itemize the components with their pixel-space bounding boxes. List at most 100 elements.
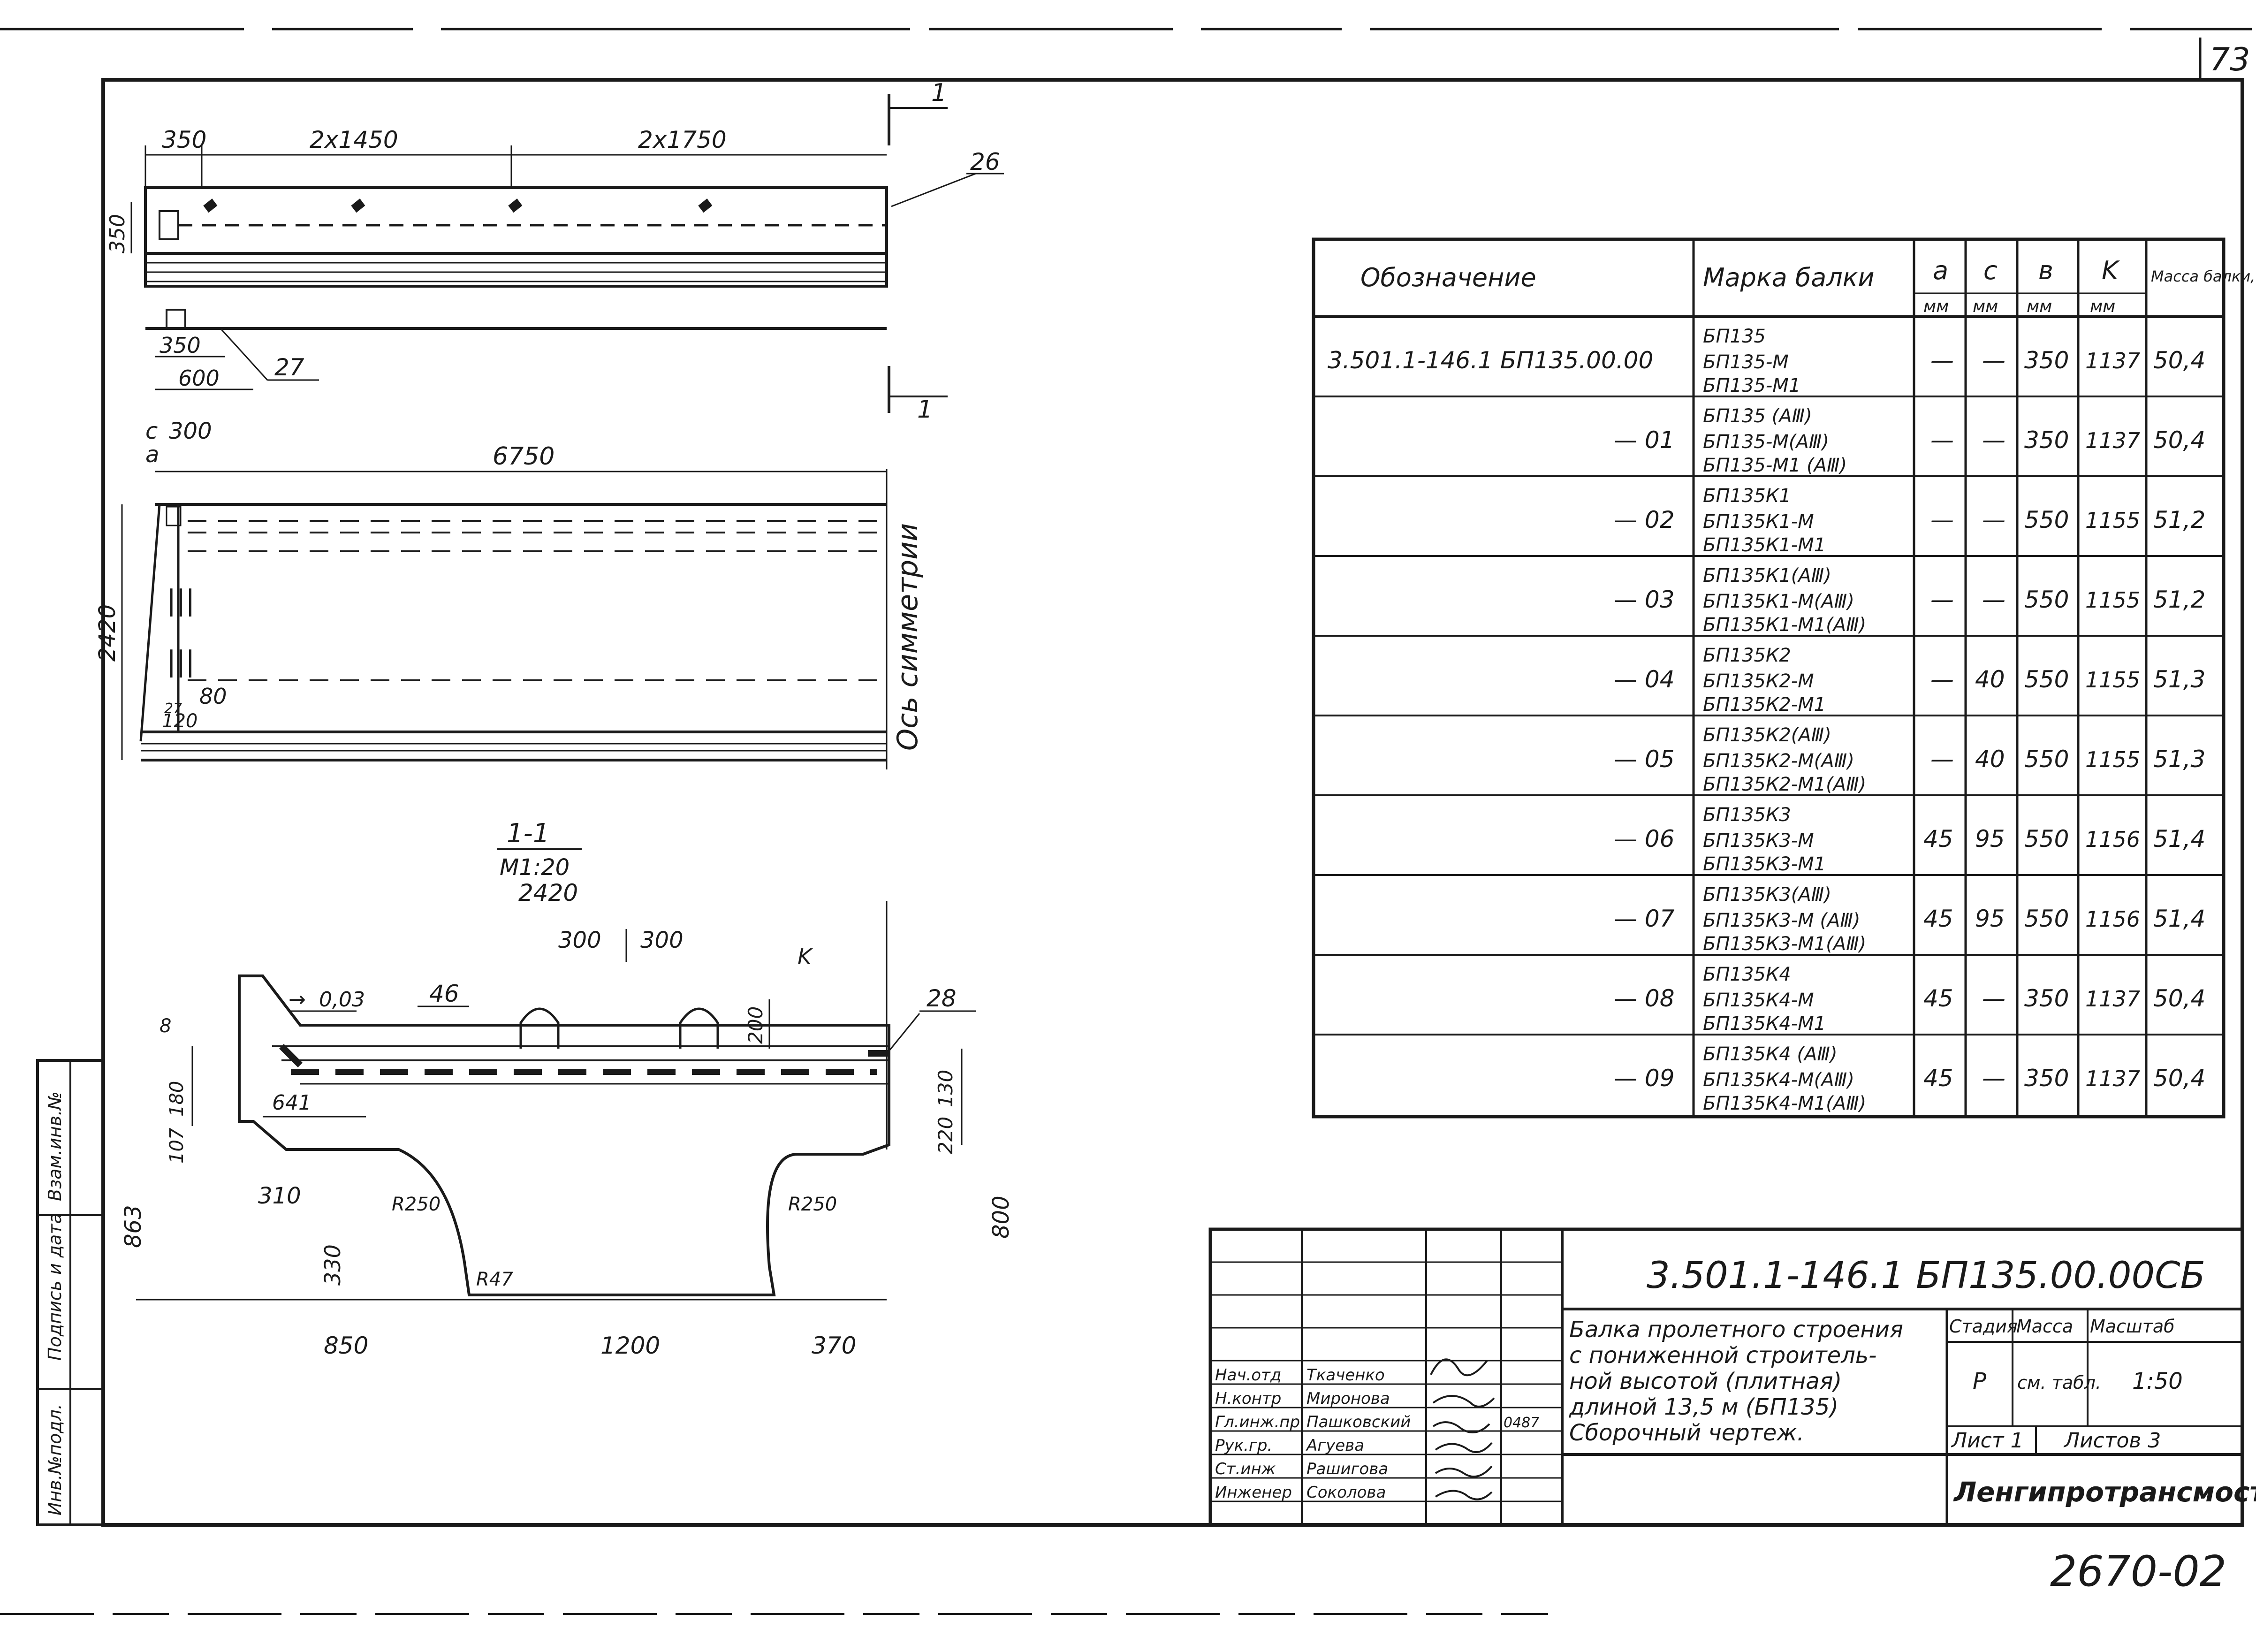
drawing-frame [101, 78, 2244, 1527]
elev-dim-120: 120 [162, 710, 197, 732]
row-3-a: — [1930, 586, 1954, 613]
plan-dim-350: 350 [162, 126, 206, 153]
row-9-a: 45 [1923, 1065, 1953, 1092]
row-7-mass: 51,4 [2153, 905, 2205, 932]
row-1-b: 350 [2024, 426, 2069, 454]
row-7-k: 1156 [2085, 906, 2140, 932]
section-scale: М1:20 [500, 854, 570, 881]
row-8-mark-2: БП135К4-М [1703, 990, 1814, 1011]
row-8-mark-1: БП135К4 [1703, 964, 1791, 985]
row-3-c: — [1982, 586, 2005, 613]
sheet-number: 73 [2210, 41, 2250, 78]
section-dim-800: 800 [988, 1195, 1014, 1239]
row-2-mark-2: БП135К1-М [1703, 511, 1814, 533]
elev-dim-27: 27 [164, 700, 182, 717]
row-8-b: 350 [2024, 985, 2069, 1012]
row-1-mark-2: БП135-М(AⅢ) [1703, 431, 1829, 453]
plan-dim-side: 350 [106, 214, 129, 253]
row-7-b: 550 [2024, 905, 2069, 932]
row-0-a: — [1930, 347, 1954, 374]
row-2-mark-1: БП135К1 [1703, 485, 1791, 507]
elev-length: 6750 [493, 442, 555, 471]
mass-label: Масса [2016, 1316, 2073, 1337]
row-2-c: — [1982, 506, 2005, 533]
section-dim-180: 180 [166, 1081, 188, 1117]
row-6-mass: 51,4 [2153, 825, 2205, 853]
row-6-mark-1: БП135К3 [1703, 804, 1791, 826]
plan-leader-26: 26 [970, 148, 1000, 175]
section-radius-right: R250 [788, 1194, 837, 1215]
section-dim-130: 130 [934, 1070, 957, 1107]
date: 0487 [1504, 1415, 1539, 1431]
row-6-b: 550 [2024, 825, 2069, 853]
header-mark: Марка балки [1703, 263, 1874, 292]
row-9-mark-3: БП135К4-М1(AⅢ) [1703, 1093, 1866, 1114]
section-dim-850: 850 [324, 1332, 368, 1359]
row-5-mark-1: БП135К2(AⅢ) [1703, 724, 1831, 746]
row-5-b: 550 [2024, 746, 2069, 773]
row-4-mass: 51,3 [2153, 666, 2205, 693]
section-dim-330: 330 [320, 1244, 345, 1286]
row-0-mark-2: БП135-М [1703, 351, 1789, 373]
row-3-k: 1155 [2085, 587, 2140, 613]
strip-label-signature: Подпись и дата [45, 1213, 65, 1361]
row-6-designation: — 06 [1614, 825, 1675, 853]
svg-text:|||: ||| [167, 645, 195, 678]
row-1-mark-3: БП135-М1 (AⅢ) [1703, 455, 1847, 476]
section-dim-641: 641 [272, 1091, 311, 1115]
title-line-2: с пониженной строитель- [1569, 1342, 1877, 1369]
title-line-3: ной высотой (плитная) [1569, 1368, 1842, 1394]
strip-label-inventory: Инв.№подл. [45, 1404, 65, 1515]
section-mark-bottom: 1 [917, 396, 933, 424]
row-0-mass: 50,4 [2153, 347, 2205, 374]
row-0-b: 350 [2024, 347, 2069, 374]
sheet-label: Лист 1 [1951, 1429, 2023, 1453]
row-0-k: 1137 [2085, 348, 2140, 373]
section-dim-300-right: 300 [640, 927, 684, 953]
section-dim-370: 370 [812, 1332, 856, 1359]
row-1-mass: 50,4 [2153, 426, 2205, 454]
section-radius-left: R250 [392, 1194, 441, 1215]
unit-a: мм [1923, 297, 1949, 316]
row-5-a: — [1930, 746, 1954, 773]
section-title: 1-1 [507, 818, 549, 849]
elev-height: 2420 [94, 604, 121, 662]
row-8-mark-3: БП135К4-М1 [1703, 1013, 1826, 1035]
row-2-designation: — 02 [1614, 506, 1675, 533]
row-1-a: — [1930, 426, 1954, 454]
section-radius-47: R47 [476, 1269, 513, 1290]
name-6: Соколова [1307, 1483, 1386, 1502]
elevation-view: c 300 a 6750 ||| ||| 2420 80 120 27 Ось … [94, 418, 924, 769]
row-0-mark-1: БП135 [1703, 326, 1766, 347]
plan-dim-bottom-350: 350 [160, 333, 201, 358]
elev-dim-300: 300 [169, 418, 212, 444]
row-7-mark-2: БП135К3-М (AⅢ) [1703, 910, 1861, 931]
row-3-mass: 51,2 [2153, 586, 2205, 613]
row-6-k: 1156 [2085, 827, 2140, 852]
row-9-mass: 50,4 [2153, 1065, 2205, 1092]
title-line-4: длиной 13,5 м (БП135) [1569, 1394, 1838, 1420]
header-mass: Масса балки, т [2151, 267, 2256, 285]
row-5-mass: 51,3 [2153, 746, 2205, 773]
name-5: Рашигова [1307, 1460, 1388, 1478]
unit-b: мм [2027, 297, 2052, 316]
row-9-k: 1137 [2085, 1066, 2140, 1091]
row-7-c: 95 [1975, 905, 2005, 932]
row-3-mark-1: БП135К1(AⅢ) [1703, 565, 1831, 586]
section-dim-1200: 1200 [600, 1332, 660, 1359]
row-9-c: — [1982, 1065, 2005, 1092]
role-2: Н.контр [1215, 1389, 1281, 1408]
section-slope-value: 0,03 [319, 988, 365, 1012]
row-4-designation: — 04 [1614, 666, 1675, 693]
row-4-mark-2: БП135К2-М [1703, 670, 1814, 692]
title-line-1: Балка пролетного строения [1569, 1317, 1903, 1343]
row-6-mark-3: БП135К3-М1 [1703, 853, 1826, 875]
title-line-5: Сборочный чертеж. [1569, 1420, 1804, 1446]
row-5-mark-3: БП135К2-М1(AⅢ) [1703, 774, 1866, 795]
section-dim-107: 107 [166, 1127, 188, 1164]
section-mark-k: K [798, 944, 813, 969]
row-8-designation: — 08 [1614, 985, 1675, 1012]
row-1-k: 1137 [2085, 428, 2140, 453]
row-0-designation: 3.501.1-146.1 БП135.00.00 [1328, 347, 1653, 374]
